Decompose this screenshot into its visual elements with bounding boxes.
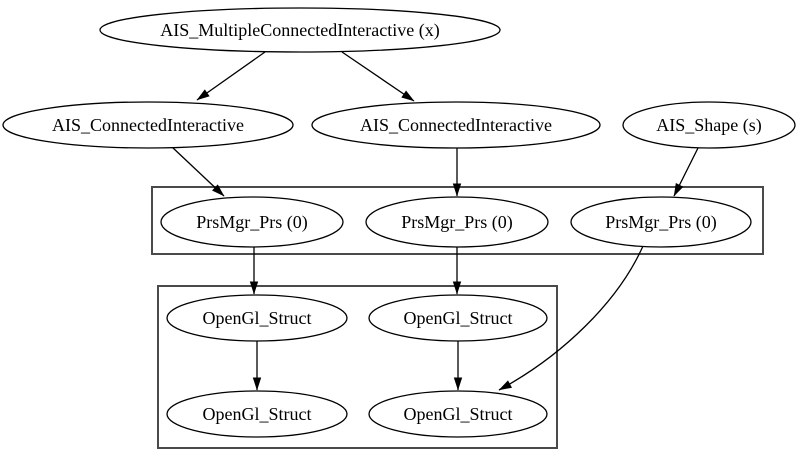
node-ais-connected-interactive-middle: AIS_ConnectedInteractive — [311, 101, 601, 149]
node-prsmgr-prs-3: PrsMgr_Prs (0) — [570, 196, 752, 248]
edge-a-b1 — [196, 51, 266, 101]
node-ellipse — [365, 196, 549, 248]
node-label: PrsMgr_Prs (0) — [605, 212, 717, 233]
node-ais-connected-interactive-left: AIS_ConnectedInteractive — [2, 101, 294, 149]
node-label: AIS_Shape (s) — [656, 115, 762, 136]
edge-shape-p3 — [673, 147, 699, 197]
node-label: OpenGl_Struct — [203, 404, 312, 424]
node-ellipse — [166, 294, 348, 342]
node-ellipse — [368, 390, 548, 438]
cluster-opengl-box — [157, 285, 558, 449]
node-ellipse — [311, 101, 601, 149]
node-label: AIS_ConnectedInteractive — [360, 115, 552, 135]
node-ais-multiple-connected-interactive: AIS_MultipleConnectedInteractive (x) — [99, 7, 501, 53]
node-opengl-struct-bottom-right: OpenGl_Struct — [368, 390, 548, 438]
node-ellipse — [166, 390, 348, 438]
node-prsmgr-prs-2: PrsMgr_Prs (0) — [365, 196, 549, 248]
node-ais-shape: AIS_Shape (s) — [622, 101, 796, 149]
node-label: OpenGl_Struct — [404, 308, 513, 328]
node-label: PrsMgr_Prs (0) — [401, 212, 513, 233]
node-opengl-struct-bottom-left: OpenGl_Struct — [166, 390, 348, 438]
node-label: OpenGl_Struct — [203, 308, 312, 328]
node-label: OpenGl_Struct — [404, 404, 513, 424]
node-label: PrsMgr_Prs (0) — [196, 212, 308, 233]
node-ellipse — [368, 294, 548, 342]
node-ellipse — [622, 101, 796, 149]
node-ellipse — [99, 7, 501, 53]
edge-a-b2 — [341, 51, 415, 102]
node-opengl-struct-top-right: OpenGl_Struct — [368, 294, 548, 342]
node-label: AIS_ConnectedInteractive — [52, 115, 244, 135]
edge-p3-g4 — [498, 245, 644, 391]
edge-b1-p1 — [171, 146, 225, 197]
node-ellipse — [570, 196, 752, 248]
node-ellipse — [160, 196, 344, 248]
node-prsmgr-prs-1: PrsMgr_Prs (0) — [160, 196, 344, 248]
node-ellipse — [2, 101, 294, 149]
node-opengl-struct-top-left: OpenGl_Struct — [166, 294, 348, 342]
node-label: AIS_MultipleConnectedInteractive (x) — [160, 20, 439, 41]
